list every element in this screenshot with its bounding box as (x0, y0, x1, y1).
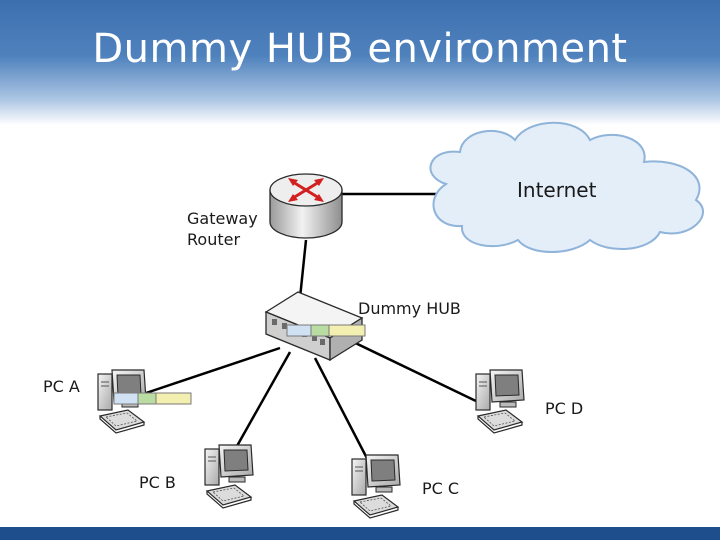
pc-a-packet-group (113, 392, 192, 405)
cables (139, 192, 479, 469)
internet-cloud-icon (429, 121, 704, 253)
slide-title: Dummy HUB environment (92, 26, 628, 72)
cable-hub-pcc (313, 357, 374, 469)
packet-yellow (155, 392, 192, 405)
packet-yellow (328, 324, 366, 337)
pc-b-icon (204, 444, 254, 509)
gateway-router-icon (269, 173, 343, 239)
gateway-label-line1: Gateway (187, 209, 258, 228)
packet-blue (286, 324, 312, 337)
pc-b-label: PC B (139, 473, 176, 492)
pc-a-label: PC A (43, 377, 80, 396)
packet-green (310, 324, 330, 337)
packet-green (137, 392, 157, 405)
pc-c-label: PC C (422, 479, 460, 498)
gateway-label-line2: Router (187, 230, 241, 249)
cable-hub-pcb (226, 351, 292, 463)
hub-packet-group (286, 324, 366, 337)
dummy-hub-label: Dummy HUB (358, 299, 461, 318)
pc-d-icon (475, 369, 525, 434)
cable-hub-pca (139, 346, 281, 397)
pc-c-icon (351, 454, 401, 519)
internet-label: Internet (517, 178, 597, 202)
gateway-router-label: Gateway Router (187, 208, 258, 250)
cable-router-hub (298, 239, 308, 299)
cable-hub-pcd (344, 336, 479, 404)
bottom-bar (0, 527, 720, 540)
pc-d-label: PC D (545, 399, 584, 418)
packet-blue (113, 392, 139, 405)
title-band (0, 0, 720, 125)
